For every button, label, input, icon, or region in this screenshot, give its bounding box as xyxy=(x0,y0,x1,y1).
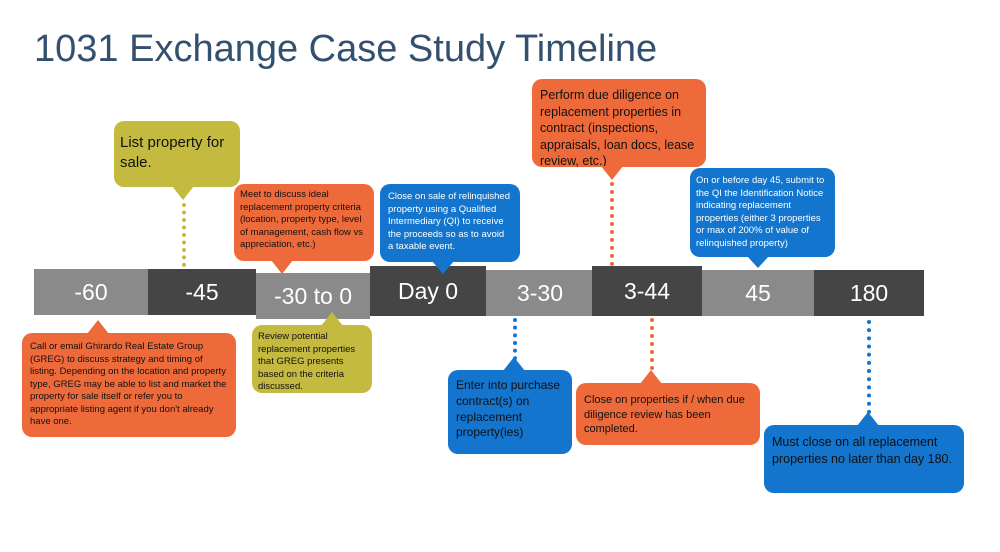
callout-list-property: List property for sale. xyxy=(114,121,240,187)
page-title: 1031 Exchange Case Study Timeline xyxy=(34,28,658,70)
callout-day-45-text: On or before day 45, submit to the QI th… xyxy=(696,175,825,249)
callout-close-on-properties-pointer xyxy=(640,370,662,384)
callout-call-email-text: Call or email Ghirardo Real Estate Group… xyxy=(30,341,227,428)
timeline-segment-45: 45 xyxy=(702,270,814,316)
timeline-segment-day-0: Day 0 xyxy=(370,266,486,316)
callout-enter-purchase-pointer xyxy=(503,357,525,371)
callout-enter-purchase-text: Enter into purchase contract(s) on repla… xyxy=(456,378,561,440)
callout-enter-purchase: Enter into purchase contract(s) on repla… xyxy=(448,370,572,454)
callout-must-close-text: Must close on all replacement properties… xyxy=(772,435,952,466)
callout-list-property-text: List property for sale. xyxy=(120,134,225,171)
connector-due-diligence xyxy=(610,182,614,266)
callout-must-close: Must close on all replacement properties… xyxy=(764,425,964,493)
callout-call-email: Call or email Ghirardo Real Estate Group… xyxy=(22,333,236,437)
callout-review-potential: Review potential replacement properties … xyxy=(252,325,372,393)
callout-close-on-properties: Close on properties if / when due dilige… xyxy=(576,383,760,445)
timeline-segment-3-30: 3-30 xyxy=(486,270,594,316)
callout-close-on-sale: Close on sale of relinquished property u… xyxy=(380,184,520,262)
callout-close-on-properties-text: Close on properties if / when due dilige… xyxy=(584,394,745,436)
timeline-segment-minus-45: -45 xyxy=(148,269,256,315)
timeline-segment-180: 180 xyxy=(814,270,924,316)
callout-meet-discuss-pointer xyxy=(271,260,293,274)
timeline-segment-minus-60: -60 xyxy=(34,269,148,315)
callout-day-45-pointer xyxy=(747,256,769,268)
timeline-segment-3-44: 3-44 xyxy=(592,266,702,316)
callout-day-45: On or before day 45, submit to the QI th… xyxy=(690,168,835,257)
callout-close-on-sale-text: Close on sale of relinquished property u… xyxy=(388,191,510,253)
callout-close-on-sale-pointer xyxy=(432,261,454,274)
callout-must-close-pointer xyxy=(857,412,879,426)
callout-due-diligence: Perform due diligence on replacement pro… xyxy=(532,79,706,168)
callout-meet-discuss-text: Meet to discuss ideal replacement proper… xyxy=(240,189,364,251)
callout-review-potential-pointer xyxy=(321,312,343,326)
callout-due-diligence-text: Perform due diligence on replacement pro… xyxy=(540,88,695,168)
callout-review-potential-text: Review potential replacement properties … xyxy=(258,331,356,393)
connector-enter-purchase xyxy=(513,318,517,368)
callout-meet-discuss: Meet to discuss ideal replacement proper… xyxy=(234,184,374,261)
connector-must-close xyxy=(867,320,871,414)
connector-close-on-properties xyxy=(650,318,654,370)
connector-list-property xyxy=(182,203,186,267)
callout-call-email-pointer xyxy=(87,320,109,334)
callout-due-diligence-pointer xyxy=(601,166,623,180)
callout-list-property-pointer xyxy=(172,186,194,200)
timeline-segment-minus-30-to-0: -30 to 0 xyxy=(256,273,370,319)
